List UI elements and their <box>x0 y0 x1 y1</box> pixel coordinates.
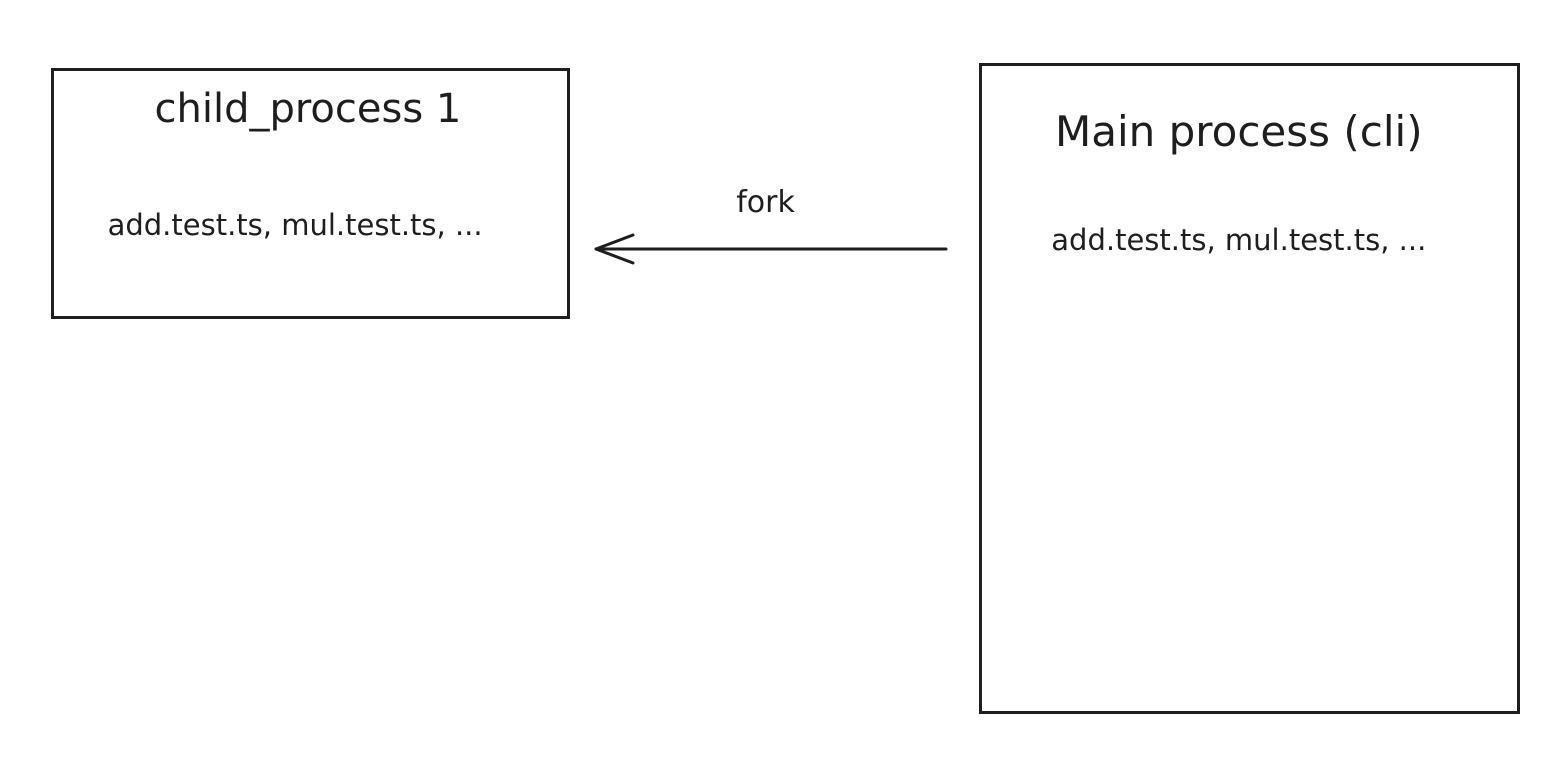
fork-edge-label: fork <box>736 185 795 220</box>
fork-arrow-head <box>594 233 635 265</box>
main-process-files: add.test.ts, mul.test.ts, ... <box>1051 223 1427 257</box>
child-process-box: child_process 1 add.test.ts, mul.test.ts… <box>51 68 570 319</box>
main-process-title: Main process (cli) <box>1055 107 1423 156</box>
child-process-files: add.test.ts, mul.test.ts, ... <box>107 208 483 242</box>
main-process-box: Main process (cli) add.test.ts, mul.test… <box>979 63 1520 714</box>
child-process-title: child_process 1 <box>154 86 462 132</box>
